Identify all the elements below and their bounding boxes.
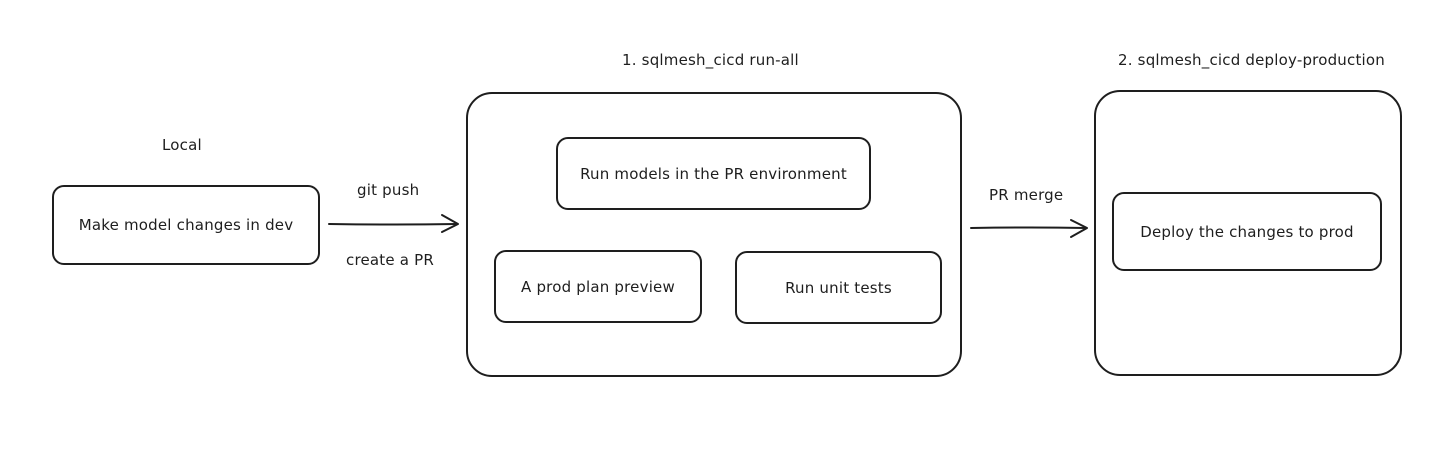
run-unit-tests-step-label: Run unit tests xyxy=(785,278,892,297)
local-title: Local xyxy=(162,136,202,154)
pr-merge-label: PR merge xyxy=(989,186,1064,204)
git-push-label: git push xyxy=(357,181,420,199)
push-arrow xyxy=(328,214,459,233)
run-models-step-label: Run models in the PR environment xyxy=(580,164,847,183)
prod-plan-preview-step-label: A prod plan preview xyxy=(521,277,675,296)
local-dev-box: Make model changes in dev xyxy=(52,185,320,265)
create-pr-label: create a PR xyxy=(346,251,435,269)
run-all-title: 1. sqlmesh_cicd run-all xyxy=(622,51,799,69)
run-unit-tests-step: Run unit tests xyxy=(735,251,942,324)
merge-arrow xyxy=(970,219,1088,238)
deploy-production-title: 2. sqlmesh_cicd deploy-production xyxy=(1118,51,1385,69)
prod-plan-preview-step: A prod plan preview xyxy=(494,250,702,323)
deploy-prod-step: Deploy the changes to prod xyxy=(1112,192,1382,271)
run-models-step: Run models in the PR environment xyxy=(556,137,871,210)
local-dev-box-label: Make model changes in dev xyxy=(78,216,294,234)
deploy-prod-step-label: Deploy the changes to prod xyxy=(1140,222,1354,241)
